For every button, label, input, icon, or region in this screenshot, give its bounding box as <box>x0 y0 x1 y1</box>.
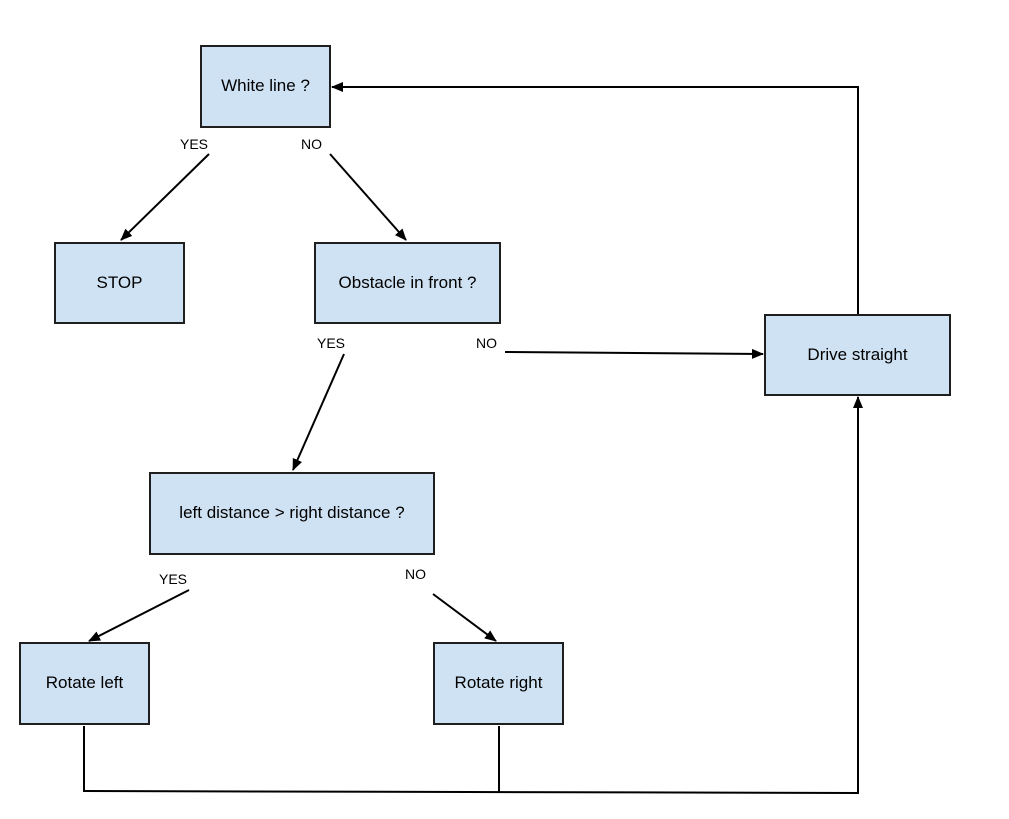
node-distance-check-label: left distance > right distance ? <box>179 503 405 523</box>
edge-label-obstacle-no: NO <box>476 335 497 351</box>
node-stop-label: STOP <box>96 272 143 292</box>
node-rotate-left-label: Rotate left <box>45 673 124 693</box>
node-rotate-right: Rotate right <box>433 642 564 725</box>
node-white-line: White line ? <box>200 45 331 128</box>
node-rotate-right-label: Rotate right <box>454 673 543 693</box>
node-drive-straight-label: Drive straight <box>807 344 908 364</box>
arrow-white-line-to-obstacle <box>329 153 407 241</box>
node-stop: STOP <box>54 242 185 324</box>
edge-label-distance-no: NO <box>405 566 426 582</box>
connector-bottom-merge <box>83 790 860 794</box>
node-obstacle-label: Obstacle in front ? <box>338 272 477 292</box>
edge-label-white-line-yes: YES <box>180 136 209 152</box>
edge-label-obstacle-yes: YES <box>317 335 346 351</box>
node-distance-check: left distance > right distance ? <box>149 472 435 555</box>
node-rotate-left: Rotate left <box>19 642 150 725</box>
arrow-distance-to-rotate-right <box>432 593 497 642</box>
arrow-obstacle-to-drive-straight <box>504 348 764 359</box>
arrow-obstacle-to-distance-check <box>292 353 345 471</box>
node-white-line-label: White line ? <box>221 76 310 96</box>
arrow-white-line-to-stop <box>120 153 210 241</box>
edge-label-white-line-no: NO <box>301 136 322 152</box>
node-drive-straight: Drive straight <box>764 314 951 396</box>
edge-label-distance-yes: YES <box>159 571 188 587</box>
node-obstacle: Obstacle in front ? <box>314 242 501 324</box>
arrow-distance-to-rotate-left <box>88 589 190 642</box>
